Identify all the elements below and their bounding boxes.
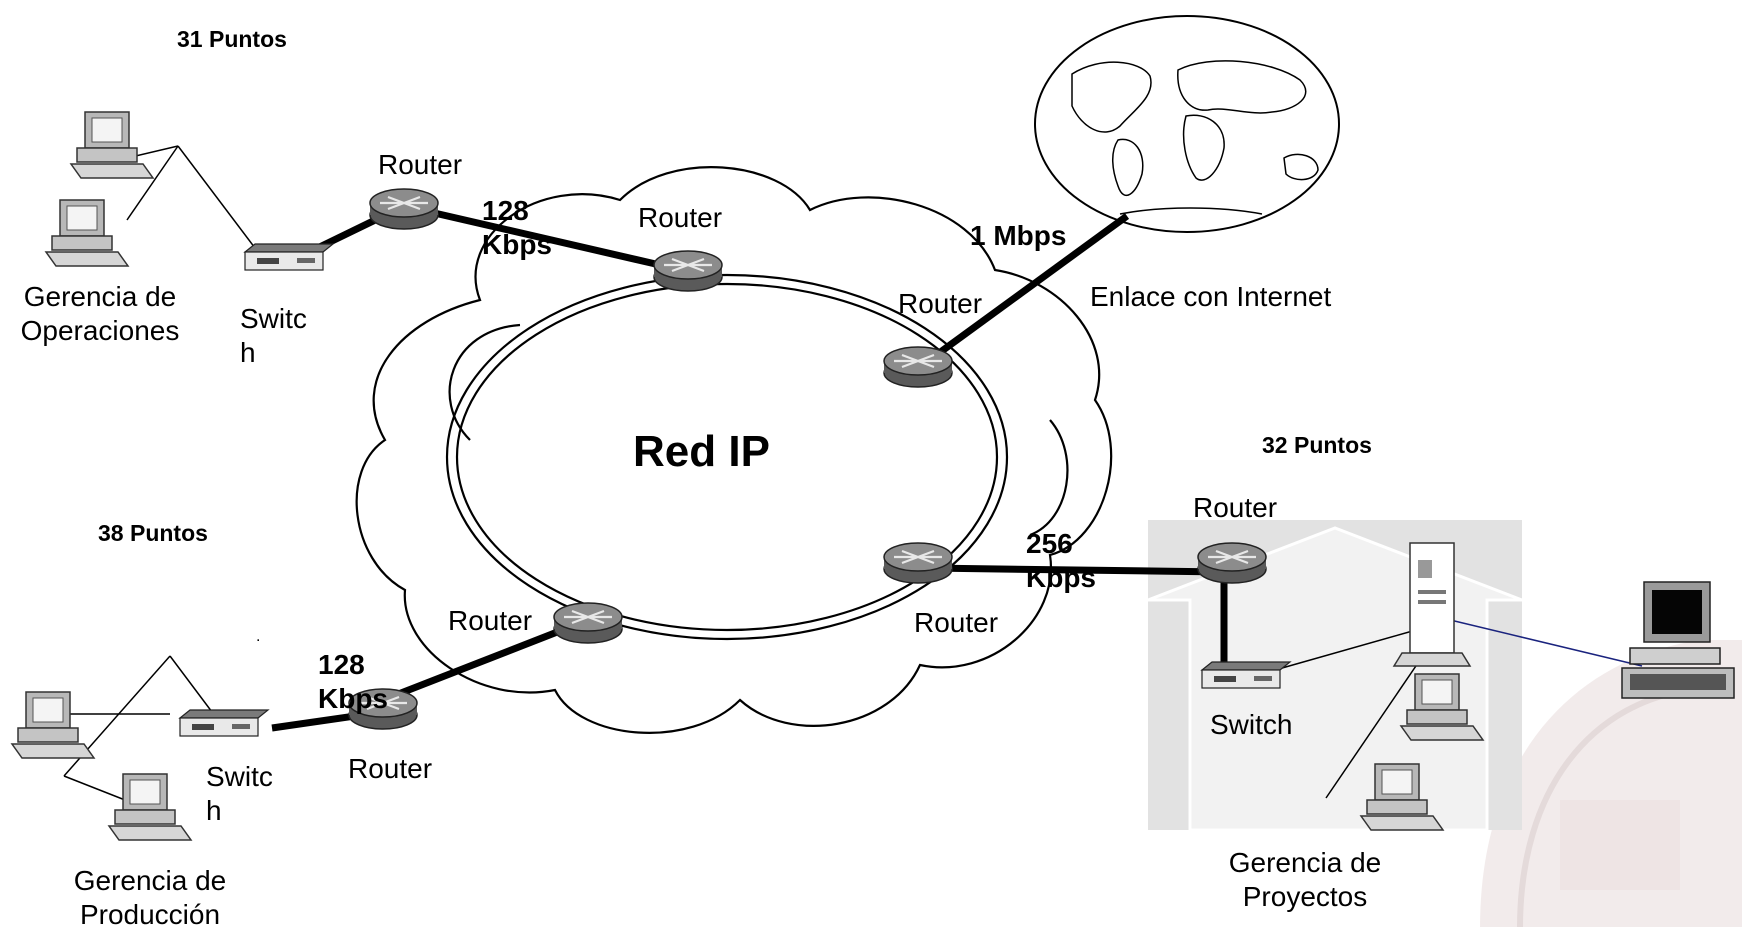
- produccion-link-speed: 128 Kbps: [318, 649, 388, 714]
- server-tower: [1392, 542, 1472, 667]
- proyectos-link-speed: 256 Kbps: [1026, 528, 1096, 593]
- produccion-name: Gerencia de Producción: [73, 865, 227, 930]
- proyectos-switch-label: Switch: [1210, 709, 1293, 740]
- ip-network-cloud: [355, 166, 1113, 734]
- operaciones-switch-label: Switc h: [240, 303, 307, 368]
- core-router-right-lower-label: Router: [914, 607, 999, 638]
- core-router-right-upper-label: Router: [898, 288, 983, 319]
- switch-produccion: [179, 709, 269, 737]
- router-proyectos: [1196, 541, 1268, 585]
- router-core-top: [652, 249, 724, 293]
- router-core-right-lower: [882, 541, 954, 585]
- switch-operaciones: [244, 243, 334, 271]
- core-router-left-lower-label: Router: [448, 605, 533, 636]
- produccion-points: 38 Puntos: [98, 520, 208, 546]
- router-core-right-upper: [882, 345, 954, 389]
- ip-ring: [445, 273, 1009, 641]
- network-title: Red IP: [633, 427, 770, 476]
- workstation-internet: [1621, 581, 1735, 699]
- internet-link-name: Enlace con Internet: [1090, 281, 1332, 312]
- operaciones-link-speed: 128 Kbps: [482, 195, 552, 260]
- produccion-router-label: Router: [348, 753, 433, 784]
- operaciones-points: 31 Puntos: [177, 26, 287, 52]
- proyectos-router-label: Router: [1193, 492, 1278, 523]
- tick-mark: .: [256, 628, 261, 645]
- pc-produccion-2: [108, 773, 192, 841]
- produccion-switch-label: Switc h: [206, 761, 273, 826]
- internet-link-speed: 1 Mbps: [970, 220, 1067, 251]
- proyectos-points: 32 Puntos: [1262, 432, 1372, 458]
- switch-proyectos: [1201, 661, 1291, 689]
- router-operaciones: [368, 187, 440, 231]
- proyectos-name: Gerencia de Proyectos: [1228, 847, 1382, 912]
- network-links: [63, 145, 1643, 801]
- pc-operaciones-2: [45, 199, 129, 267]
- core-router-top-label: Router: [638, 202, 723, 233]
- operaciones-name: Gerencia de Operaciones: [20, 281, 180, 346]
- pc-produccion-1: [11, 691, 95, 759]
- world-map: [1034, 15, 1340, 233]
- router-core-left-lower: [552, 601, 624, 645]
- pc-operaciones-1: [70, 111, 154, 179]
- operaciones-router-label: Router: [378, 149, 463, 180]
